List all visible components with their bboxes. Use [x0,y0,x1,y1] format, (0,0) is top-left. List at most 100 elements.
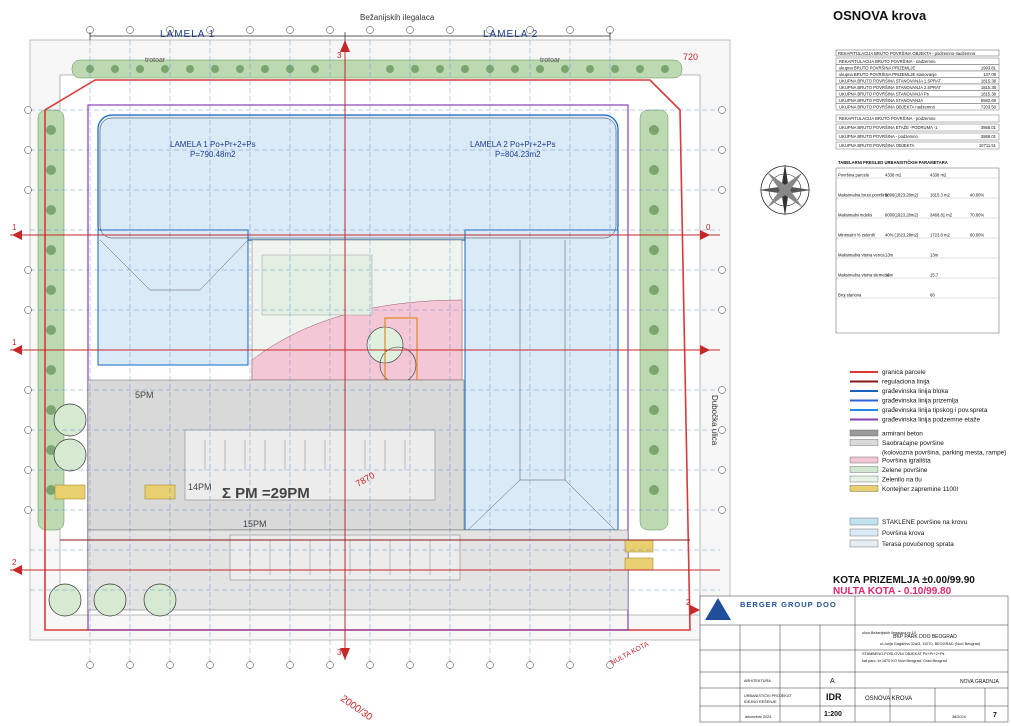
table1-row-value: 5582.69 [981,98,997,103]
axis-mark-top: 3 [337,51,342,60]
nulta-kota: NULTA KOTA - 0.10/99.80 [833,586,952,597]
street-right-label: Dubočka ulica [710,395,719,446]
lamela1-label: LAMELA 1 Po+Pr+2+Ps [170,140,256,149]
legend-swatch [849,485,879,492]
legend-swatch [849,429,879,437]
legend-label: građevinska linija bloka [882,388,949,395]
table1-row-label: UKUPNA BRUTO POVRŠINA STANOVANJA 1.SPRAT [839,79,942,84]
legend-swatch [849,475,879,483]
legend-label: građevinska linija tipskog i pov.spreta [882,407,988,414]
urb-project: URBANISTIČKI PROJEKAT [744,693,792,698]
legend-swatch [849,456,879,464]
doc-no: 38/2024 [952,715,966,719]
legend-swatch [849,439,879,446]
roof-ridges [99,239,616,531]
lamela2-title: LAMELA 2 [483,29,538,40]
legend-label: STAKLENE površine na krovu [882,519,968,526]
object-name: STAMBENO-POSLOVNI OBJEKAT Po+Pr+2+Ps [862,652,944,656]
table3-row-label: Maksimalna visina slemena [838,273,890,278]
lamela2-area: P=804.23m2 [495,150,541,159]
table3-row-a: 40% (1823.28m2) [885,233,919,238]
table3-title: TABELARNI PREGLED URBANISTIČKIH PARAMETA… [838,160,948,165]
table1-row-label: UKUPNA BRUTO POVRŠINA OBJEKTA nadzemno [839,105,936,110]
parcel-boundary [44,79,691,631]
urb-solution: IDEJNO REŠENJE [744,699,777,704]
axis-mark-right-2: 2 [686,598,691,607]
page-title: OSNOVA krova [833,8,927,23]
legend-label: građevinska linija prizemlja [882,398,959,405]
table3-row-a: 16m [885,273,894,278]
legend-label: Zelene površine [882,467,928,474]
table1-row-label: ukupna BRUTO POVRŠINA PRIZEMLJE stanovan… [839,72,937,77]
date: decembar 2024. [745,715,772,719]
street-top-label: Bežanijskih ilegalaca [360,13,435,22]
axis-grid [30,40,720,665]
table3-row-a: 8000(1823.28m2) [885,213,919,218]
table1-title: REKAPITULACIJA BRUTO POVRŠINA OBJEKTA - … [838,51,976,56]
title-block [699,595,1009,723]
axis-mark-left-1: 1 [12,223,17,232]
legend-label: Saobraćajne površine [882,440,944,447]
legend-label: regulaciona linija [882,379,930,386]
table2-row-label: UKUPNA BRUTO POVRŠINA - podzemno [839,134,918,139]
tree-dots [46,65,669,495]
table2-row-value: 3868.01 [981,134,997,139]
location: ulica Bežanijskih Ilegalaca br.10 [862,631,916,635]
parking-14: 14PM [188,482,212,492]
table-urban-params: TABELARNI PREGLED URBANISTIČKIH PARAMETA… [835,160,1000,334]
drawing-title: OSNOVA KROVA [865,696,912,702]
table2-row-label: UKUPNA BRUTO POVRŠINA OBJEKTA [839,143,915,148]
lamela1-area: P=790.48m2 [190,150,236,159]
courtyard [251,239,463,387]
table1-row-label: REKAPITULACIJA BRUTO POVRŠINA - nadzemno [839,59,936,64]
table3-row-label: Broj stanova [838,293,862,298]
legend-label: Kontejner zapremine 1100l [882,486,958,493]
table3-row-c: 70.00% [970,213,984,218]
table1-row-label: ukupna BRUTO POVRŠINA PRIZEMLJE [839,66,915,71]
legend-label: građevinska linija podzemne etaže [882,417,980,424]
table3-row-b: 4338 m2 [930,173,947,178]
parcel-name: kat.parc. br.1870 KO Novi Beograd, Grad … [862,659,947,663]
phase: A [830,678,835,685]
containers [54,484,654,571]
axis-mark-left-0: 0 [706,223,711,232]
investor-addr: ul.Jurija Gagarina 32a/3, 11070, BEOGRAD… [880,642,981,646]
table1-row-value: 7203.50 [981,105,997,110]
table1-row-value: 1815.38 [981,85,997,90]
nova-gradnja: NOVA GRADNJA [960,679,999,685]
legend-swatch [849,517,879,526]
table3-row-b: 15.7 [930,273,939,278]
legend-label: Terasa povučenog sprata [882,541,954,548]
table3-row-c: 60.00% [970,233,984,238]
legend-swatch [849,466,879,473]
legend-swatch [849,528,879,537]
parking-total: Σ PM =29PM [222,485,310,502]
table3-row-b: 13m [930,253,939,258]
table1-row-value: 1815.38 [981,79,997,84]
table-bruto-nadzemno: REKAPITULACIJA BRUTO POVRŠINA OBJEKTA - … [835,49,1000,111]
project-type: IDR [826,692,842,702]
table2-row-label: UKUPNA BRUTO POVRŠINA ETAŽE -PODRUMA -1 [839,125,938,130]
axis-bubbles [24,26,726,669]
axis-mark-left-1b: 1 [12,338,17,347]
company-logo-icon [705,598,731,620]
legend-label: Površina krova [882,530,925,537]
scale: 1:200 [824,711,842,718]
axis-mark-bottom: 3 [337,648,342,657]
legend-label: Zelenilo na tlu [882,477,922,484]
lamela2-label: LAMELA 2 Po+Pr+2+Ps [470,140,556,149]
table1-row-label: UKUPNA BRUTO POVRŠINA STANOVANJA 2.SPRAT [839,85,942,90]
table2-row-label: REKAPITULACIJA BRUTO POVRŠINA - podzemno [839,116,936,121]
table2-row-value: 3868.01 [981,125,997,130]
underground-line [87,104,629,631]
axis-mark-left-2: 2 [12,558,17,567]
table3-row-label: Minimalni % zelenih [838,233,876,238]
table1-row-label: UKUPNA BRUTO POVRŠINA STANOVANJA [839,98,923,103]
table3-row-a: 8896(1823.28m2) [885,193,919,198]
trotoar-right: trotoar [540,57,561,64]
table3-row-a: 13m [885,253,894,258]
lamela-dimension [89,32,611,40]
table3-row-label: Površina parcele [838,173,870,178]
table3-row-label: Maksimalni indeks [838,213,872,218]
